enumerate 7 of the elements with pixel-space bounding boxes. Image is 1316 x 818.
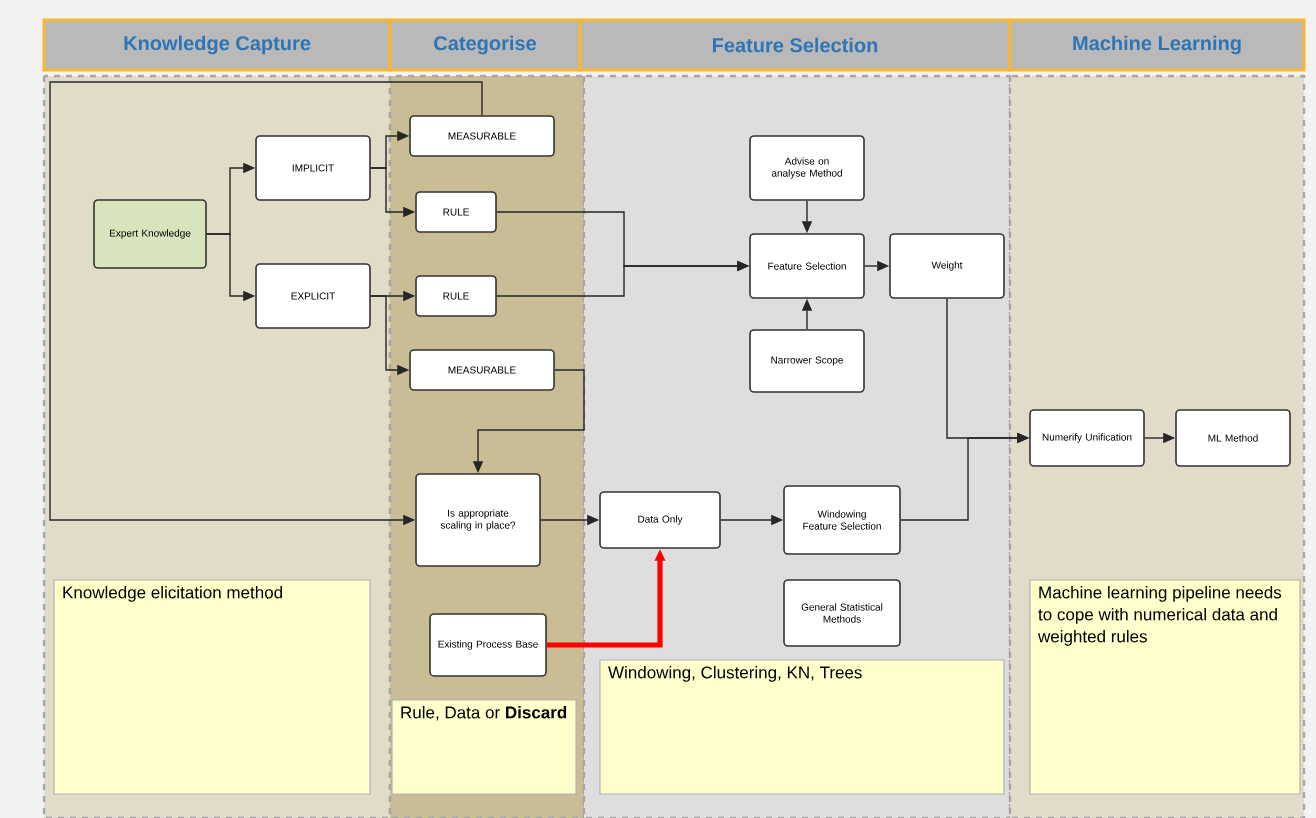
note-box: Windowing, Clustering, KN, Trees: [599, 659, 1005, 795]
note-box: Rule, Data or Discard: [391, 699, 577, 795]
column-header: Knowledge Capture: [42, 18, 392, 72]
column-header: Machine Learning: [1008, 18, 1306, 72]
note-box: Knowledge elicitation method: [53, 579, 371, 795]
column-header: Categorise: [388, 18, 582, 72]
note-box: Machine learning pipeline needs to cope with numerical data and weighted rules: [1029, 579, 1301, 795]
